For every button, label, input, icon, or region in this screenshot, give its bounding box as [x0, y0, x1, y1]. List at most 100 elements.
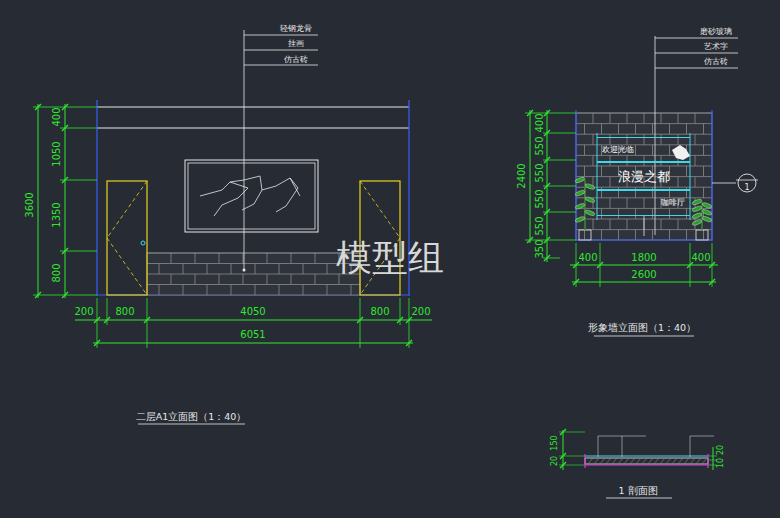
drawing-line: [244, 30, 245, 270]
drawing-line: [606, 458, 611, 464]
drawing-line: [97, 128, 409, 129]
drawing-line: [736, 180, 758, 181]
annotation-text: 轻钢龙骨: [280, 25, 312, 33]
dimension-text: 400: [535, 113, 545, 132]
drawing-line: [622, 436, 623, 457]
drawing-line: [690, 133, 691, 220]
section-layer: [585, 458, 708, 464]
dimension-text: 400: [691, 253, 710, 263]
dimension-text: 350: [535, 239, 545, 258]
drawing-line: [585, 456, 708, 457]
drawing-line: [666, 458, 671, 464]
drawing-line: [525, 113, 576, 114]
artwork-lines: [200, 176, 300, 216]
glass-sign-panel: 欢迎光临: [597, 137, 690, 162]
drawing-line: [684, 458, 689, 464]
potted-plant: [692, 198, 713, 240]
drawing-line: [560, 429, 566, 435]
drawing-line: [598, 436, 622, 437]
drawing-line: [655, 68, 738, 69]
dimension-text: 550: [535, 163, 545, 182]
drawing-line: [690, 436, 714, 437]
drawing-line: [655, 36, 656, 235]
dimension-text: 400: [578, 253, 597, 263]
drawing-line: [708, 456, 717, 457]
picture-frame-inner: [188, 163, 315, 229]
drawing-line: [144, 317, 150, 323]
glass-sign-panel: 咖啡厅: [597, 190, 690, 216]
drawing-line: [138, 424, 245, 425]
drawing-line: [65, 104, 66, 298]
drawing-line: [397, 317, 403, 323]
annotation-text: 挂画: [288, 40, 304, 48]
drawing-line: [642, 458, 647, 464]
door: [360, 181, 400, 295]
drawing-line: [62, 104, 68, 110]
drawing-line: [713, 447, 714, 470]
picture-frame: [185, 160, 318, 232]
dimension-text: 2600: [631, 270, 656, 280]
drawing-line: [93, 343, 413, 344]
drawing-line: [630, 458, 635, 464]
drawing-line: [644, 216, 645, 236]
drawing-line: [357, 317, 363, 323]
drawing-line: [712, 183, 736, 184]
dimension-text: 150: [551, 435, 559, 450]
door-handle: [141, 241, 145, 245]
drawing-line: [97, 298, 98, 348]
drawing-line: [244, 35, 318, 36]
drawing-line: [544, 183, 550, 189]
drawing-line: [672, 458, 677, 464]
drawing-line: [360, 298, 361, 348]
drawing-line: [618, 458, 623, 464]
drawing-line: [360, 181, 400, 238]
drawing-line: [62, 248, 68, 254]
dimension-text: 800: [52, 263, 62, 282]
drawing-line: [409, 298, 410, 348]
drawing-line: [244, 50, 318, 51]
section-mark: [738, 174, 756, 192]
drawing-line: [406, 317, 412, 323]
dimension-text: 800: [115, 307, 134, 317]
dimension-text: 4050: [240, 307, 265, 317]
drawing-line: [584, 454, 585, 468]
drawing-line: [35, 292, 41, 298]
drawing-line: [696, 458, 701, 464]
dimension-text: 800: [370, 307, 389, 317]
drawing-line: [573, 279, 579, 285]
drawing-line: [702, 458, 707, 464]
drawing-line: [678, 458, 683, 464]
drawing-line: [75, 320, 432, 321]
drawing-line: [62, 125, 68, 131]
logo-mark: [672, 145, 690, 160]
drawing-line: [94, 340, 100, 346]
dimension-text: 2400: [517, 163, 527, 188]
dimension-text: 400: [52, 107, 62, 126]
drawing-line: [406, 340, 412, 346]
dimension-text: 3600: [25, 192, 35, 217]
drawing-line: [600, 458, 605, 464]
dimension-text: 1050: [52, 141, 62, 166]
drawing-line: [97, 107, 409, 108]
drawing-line: [624, 458, 629, 464]
drawing-line: [527, 110, 533, 116]
drawing-line: [107, 238, 147, 295]
annotation-text: 磨砂玻璃: [700, 28, 732, 36]
drawing-line: [709, 279, 715, 285]
drawing-line: [107, 181, 147, 238]
drawing-line: [594, 336, 694, 337]
drawing-line: [585, 464, 708, 465]
annotation-text: 仿古砖: [704, 58, 728, 66]
drawing-line: [606, 498, 672, 499]
drawing-line: [244, 65, 318, 66]
sign-text: 浪漫之都: [618, 170, 670, 183]
door: [107, 181, 147, 295]
drawing-line: [560, 453, 566, 459]
annotation-text: 1: [744, 184, 749, 192]
drawing-line: [648, 458, 653, 464]
drawing-line: [573, 262, 579, 268]
drawing-line: [38, 104, 39, 298]
annotation-text: 仿古砖: [284, 56, 308, 64]
drawing-line: [655, 38, 738, 39]
annotation-text: 二层A1立面图（1：40）: [136, 412, 247, 422]
